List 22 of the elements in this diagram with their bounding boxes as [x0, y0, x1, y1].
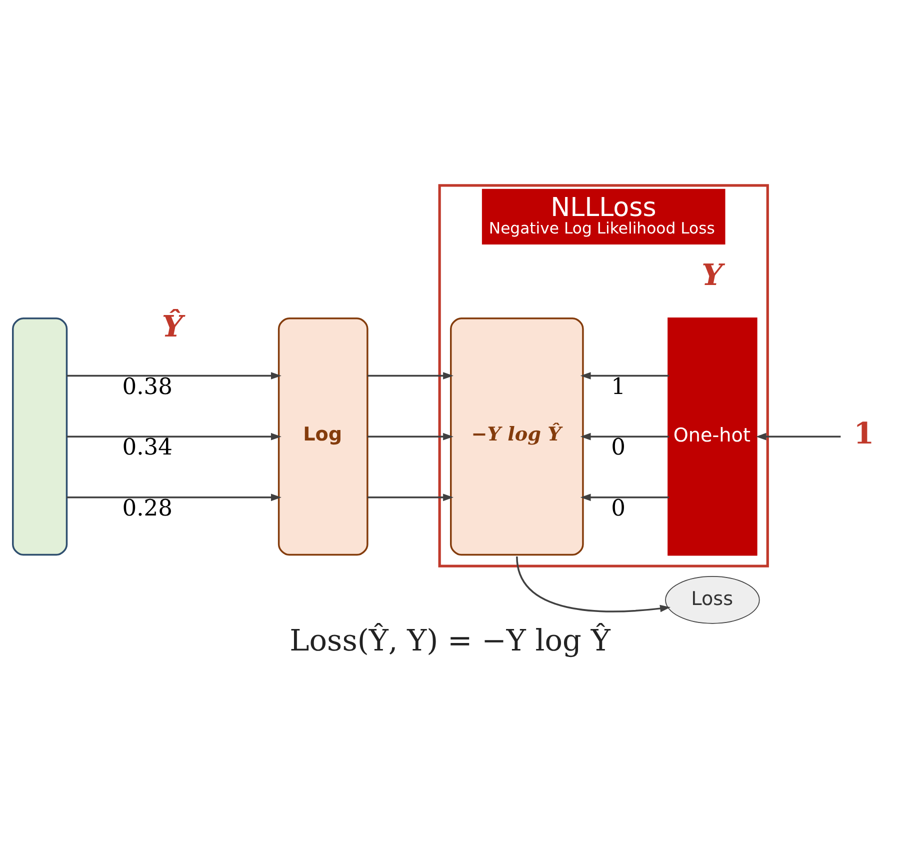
arrow — [66, 494, 282, 502]
caption: Loss(Ŷ, Y) = −Y log Ŷ — [290, 624, 610, 658]
edge-label: 0.38 — [122, 374, 172, 400]
edge-label: 0.28 — [122, 495, 172, 522]
arrow — [66, 432, 282, 440]
edge-label: 0 — [611, 434, 626, 461]
arrow — [756, 432, 841, 440]
edge-label: 1 — [611, 374, 626, 400]
node-ellipse: Loss — [665, 576, 760, 624]
arrow — [367, 494, 454, 502]
edge-label: 0 — [611, 495, 626, 522]
arrow — [66, 372, 282, 380]
label: Y — [702, 257, 723, 292]
edge-label: 0.34 — [122, 434, 172, 461]
arrow — [516, 556, 670, 612]
node-text: 1 — [854, 415, 874, 450]
arrow — [580, 494, 669, 502]
label: Ŷ — [162, 308, 184, 344]
arrow — [580, 432, 669, 440]
arrow — [367, 372, 454, 380]
arrow — [367, 432, 454, 440]
arrow — [580, 372, 669, 380]
